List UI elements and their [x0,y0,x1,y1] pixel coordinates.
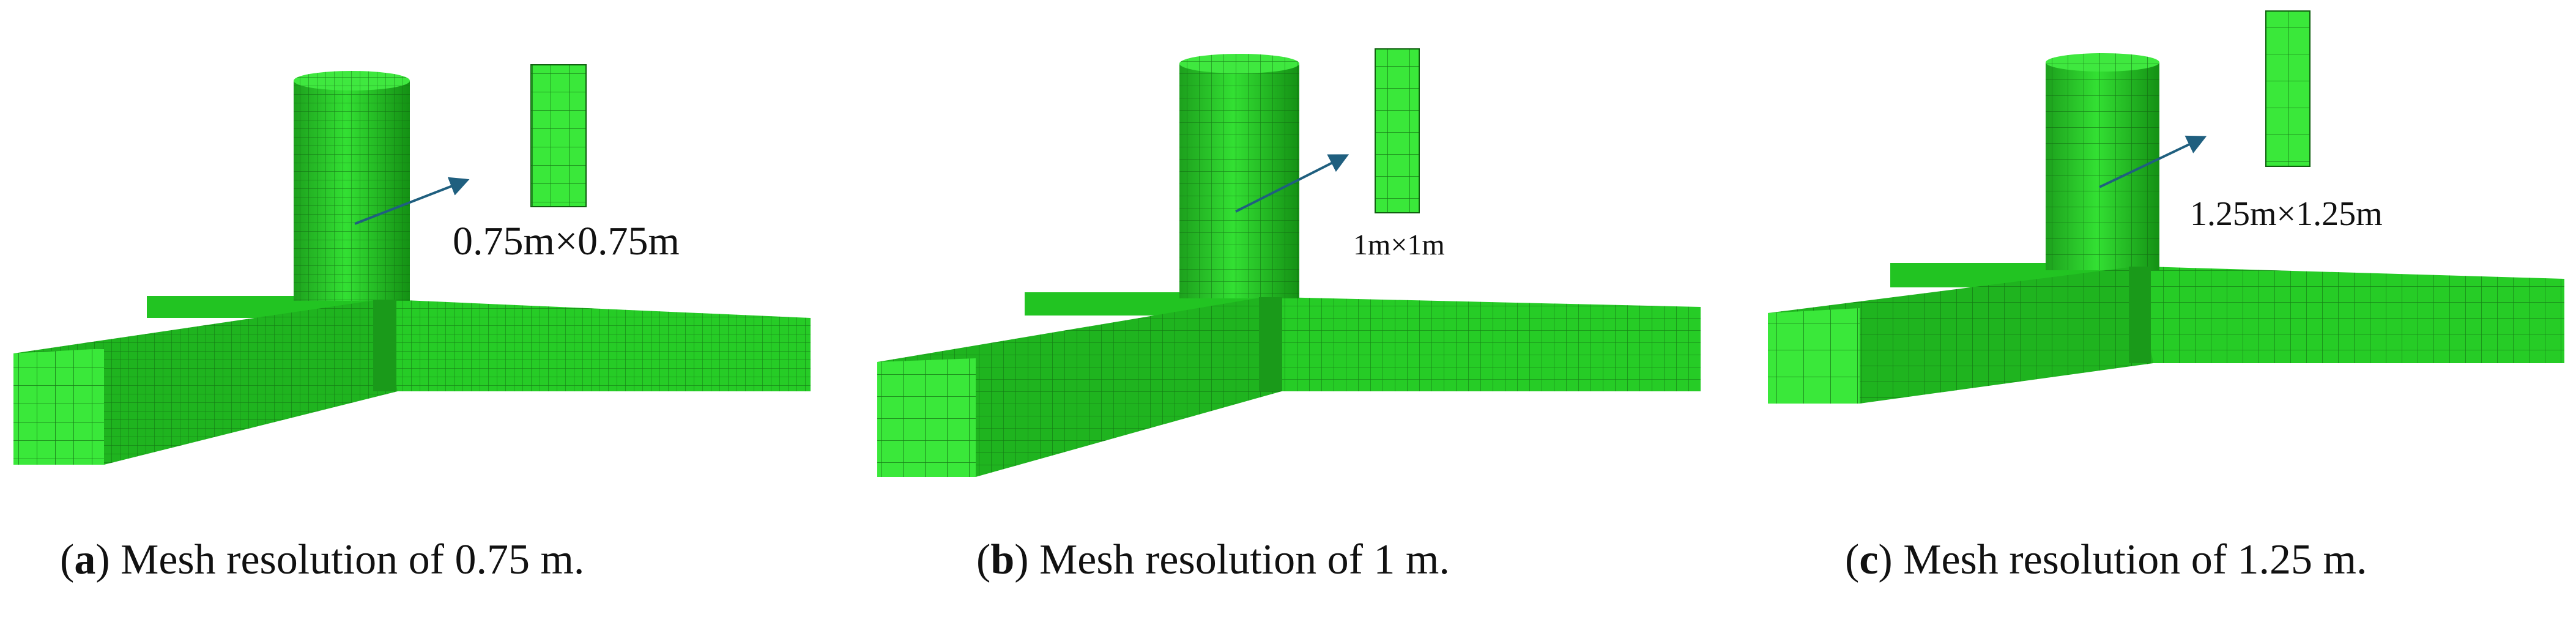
front-arm [13,300,398,465]
junction [2129,267,2151,363]
right-arm [392,300,811,391]
caption-letter: b [990,536,1015,583]
detail-arrow [1235,154,1349,213]
caption-text: Mesh resolution of 1.25 m. [1892,536,2367,583]
mesh-detail-inset [1375,48,1420,213]
caption-c: (c) Mesh resolution of 1.25 m. [1845,536,2367,583]
mesh-detail-inset [530,64,587,207]
column-cylinder [294,71,410,301]
caption-b: (b) Mesh resolution of 1 m. [976,536,1450,583]
right-arm [2147,267,2564,363]
junction [373,300,396,391]
caption-letter: c [1859,536,1879,583]
panel-b: 1m×1m [877,48,1701,477]
detail-arrow [2099,135,2207,188]
junction [1259,297,1282,391]
front-arm [877,297,1282,477]
panel-a: 0.75m×0.75m [13,64,811,465]
mesh-size-label: 1m×1m [1353,229,1445,261]
caption-letter: a [74,536,96,583]
right-arm [1279,297,1701,391]
caption-a: (a) Mesh resolution of 0.75 m. [60,536,585,583]
panel-c: 1.25m×1.25m [1768,10,2564,404]
caption-text: Mesh resolution of 0.75 m. [109,536,585,583]
caption-text: Mesh resolution of 1 m. [1028,536,1450,583]
column-cylinder [1179,54,1299,298]
mesh-detail-inset [2265,10,2311,167]
column-cylinder [2046,53,2159,270]
detail-arrow [354,177,470,225]
front-arm [1768,267,2153,404]
mesh-size-label: 1.25m×1.25m [2190,195,2383,233]
mesh-size-label: 0.75m×0.75m [453,219,680,264]
